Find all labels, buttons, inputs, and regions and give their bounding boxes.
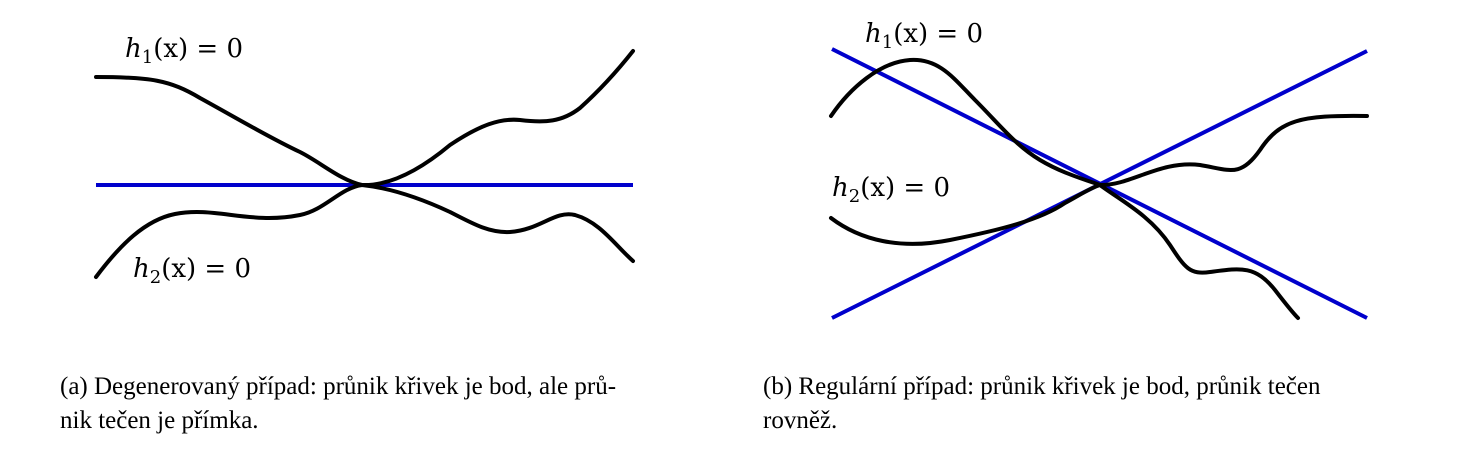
figure: h1(x) = 0 h2(x) = 0 h1(x) = 0 h2(x) = 0	[94, 19, 1369, 320]
panel-b-curve-h2	[829, 182, 1300, 320]
panel-b-curve-h1	[829, 57, 1369, 188]
panel-a-curve-h1	[94, 49, 635, 188]
panel-b: h1(x) = 0 h2(x) = 0	[829, 19, 1369, 320]
panel-a-caption: (a) Degenerovaný případ: průnik křivek j…	[60, 370, 710, 438]
panel-a: h1(x) = 0 h2(x) = 0	[94, 34, 635, 288]
panel-b-label-h1: h1(x) = 0	[865, 19, 983, 53]
panel-a-label-h2: h2(x) = 0	[133, 254, 251, 288]
panel-a-caption-line-2: nik tečen je přímka.	[60, 407, 259, 434]
panel-a-caption-line-1: (a) Degenerovaný případ: průnik křivek j…	[60, 373, 617, 400]
panel-a-curve-h2	[94, 182, 635, 279]
panel-b-caption-line-2: rovněž.	[763, 407, 838, 434]
panel-b-caption-line-1: (b) Regulární případ: průnik křivek je b…	[763, 373, 1321, 400]
panel-b-caption: (b) Regulární případ: průnik křivek je b…	[763, 370, 1453, 438]
panel-a-label-h1: h1(x) = 0	[125, 34, 243, 68]
panel-b-label-h2: h2(x) = 0	[832, 173, 950, 207]
